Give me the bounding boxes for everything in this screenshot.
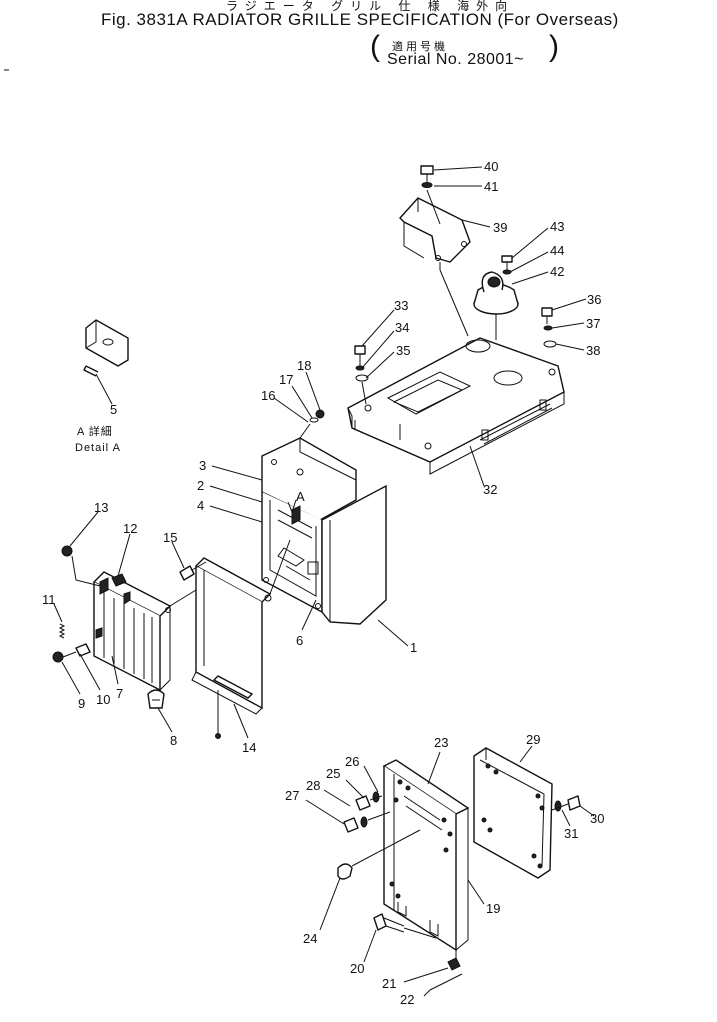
bolts-25-28 (343, 791, 391, 833)
open-bracket: ( (370, 30, 380, 63)
screw-16-17-18 (299, 409, 325, 439)
bolt-9-bushing-10 (52, 643, 91, 663)
callout-15: 15 (163, 530, 177, 545)
bolt-36-37-38 (541, 307, 557, 348)
nut-21-pin-22 (429, 950, 463, 991)
callout-29: 29 (526, 732, 540, 747)
hood-bracket-39 (399, 197, 471, 337)
callout-22: 22 (400, 992, 414, 1007)
grille-panel-7 (92, 571, 197, 692)
callout-34: 34 (395, 320, 409, 335)
callout-8: 8 (170, 733, 177, 748)
callout-12: 12 (123, 521, 137, 536)
callout-42: 42 (550, 264, 564, 279)
callout-35: 35 (396, 343, 410, 358)
callout-31: 31 (564, 826, 578, 841)
callout-26: 26 (345, 754, 359, 769)
top-cover-assembly (347, 337, 565, 475)
latch-8 (147, 689, 165, 709)
callout-38: 38 (586, 343, 600, 358)
callouts: 40 41 39 43 44 42 36 37 38 33 34 35 32 1… (42, 159, 604, 1007)
callout-33: 33 (394, 298, 408, 313)
callout-11: 11 (42, 592, 56, 607)
bolt-40-washer-41 (420, 165, 441, 225)
callout-25: 25 (326, 766, 340, 781)
serial-number: Serial No. 28001~ (387, 51, 525, 68)
callout-9: 9 (78, 696, 85, 711)
spring-11 (58, 623, 66, 639)
bolt-30-washer-31 (551, 795, 581, 812)
japanese-serial-label: 適用号機 (392, 41, 448, 53)
callout-6: 6 (296, 633, 303, 648)
callout-41: 41 (484, 179, 498, 194)
latch-12-13 (61, 545, 127, 587)
callout-16: 16 (261, 388, 275, 403)
bolt-33-34-35 (354, 345, 369, 405)
callout-37: 37 (586, 316, 600, 331)
detail-a-jp-label: A 詳細 (77, 424, 113, 438)
callout-7: 7 (116, 686, 123, 701)
callout-10: 10 (96, 692, 110, 707)
callout-19: 19 (486, 901, 500, 916)
callout-5: 5 (110, 402, 117, 417)
callout-23: 23 (434, 735, 448, 750)
callout-3: 3 (199, 458, 206, 473)
side-door-23 (382, 759, 470, 952)
callout-1: 1 (410, 640, 417, 655)
callout-28: 28 (306, 778, 320, 793)
callout-14: 14 (242, 740, 256, 755)
figure-title: Fig. 3831A RADIATOR GRILLE SPECIFICATION… (101, 10, 619, 29)
callout-17: 17 (279, 372, 293, 387)
detail-a-en-label: Detail A (75, 442, 121, 454)
bolt-20 (373, 913, 437, 939)
close-bracket: ) (549, 30, 559, 63)
cover-plate-29 (473, 747, 553, 879)
callout-4: 4 (197, 498, 204, 513)
callout-13: 13 (94, 500, 108, 515)
pre-cleaner-42 (473, 271, 519, 340)
japanese-title: ラジエータ グリル 仕 様 海外向 (226, 0, 515, 13)
screw-15 (179, 561, 207, 581)
callout-36: 36 (587, 292, 601, 307)
view-marker-a: A (296, 489, 305, 504)
callout-30: 30 (590, 811, 604, 826)
callout-40: 40 (484, 159, 498, 174)
callout-43: 43 (550, 219, 564, 234)
callout-27: 27 (285, 788, 299, 803)
callout-32: 32 (483, 482, 497, 497)
grille-frame-assembly: A (261, 437, 387, 625)
callout-39: 39 (493, 220, 507, 235)
detail-a-bracket: A 詳細 Detail A (75, 319, 129, 454)
callout-44: 44 (550, 243, 564, 258)
callout-18: 18 (297, 358, 311, 373)
callout-2: 2 (197, 478, 204, 493)
callout-24: 24 (303, 931, 317, 946)
callout-20: 20 (350, 961, 364, 976)
clip-24 (337, 829, 421, 880)
callout-21: 21 (382, 976, 396, 991)
radiator-screen-14 (191, 539, 291, 739)
